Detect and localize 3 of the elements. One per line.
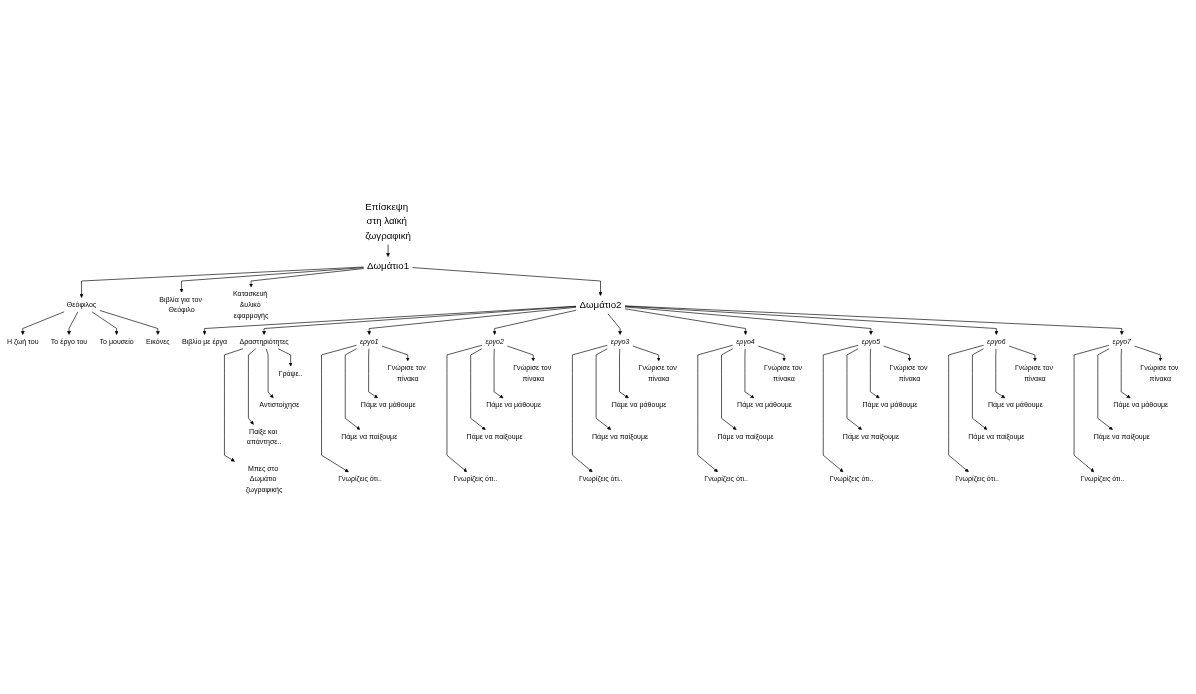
node-text: Δωμάτιο1 (367, 260, 410, 272)
node-text: Επίσκεψη στη λαϊκή ζωγραφική (365, 200, 411, 241)
node-text: Δωμάτιο2 (579, 299, 622, 311)
